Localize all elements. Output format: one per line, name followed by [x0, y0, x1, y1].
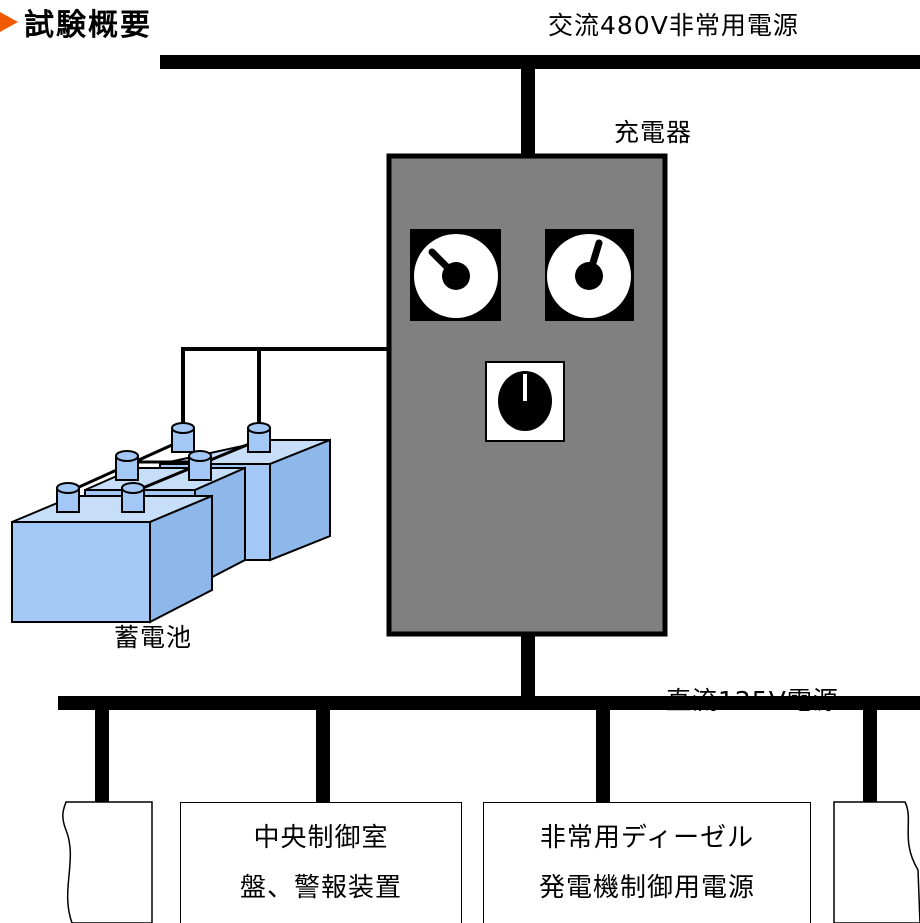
page-title-text: 試験概要	[24, 8, 152, 43]
load-diesel-generator-line2: 発電機制御用電源	[538, 873, 755, 903]
dc-bus-bar	[58, 696, 920, 710]
load-partial-left	[62, 801, 153, 923]
control-knob-icon	[485, 361, 565, 442]
dc-branch-lines	[95, 706, 877, 802]
load-diesel-generator: 非常用ディーゼル 発電機制御用電源	[483, 802, 811, 923]
title-arrow-icon	[0, 12, 18, 32]
ac-feeder-line	[521, 62, 535, 158]
load-partial-right	[833, 801, 920, 923]
dc-power-label: 直流125V電源	[666, 686, 839, 715]
load-control-room-line2: 盤、警報装置	[239, 873, 402, 903]
charger	[386, 153, 668, 637]
load-control-room-line1: 中央制御室	[253, 823, 389, 853]
meter-left-icon	[410, 229, 501, 321]
ac-bus-bar	[160, 55, 920, 69]
meter-right-icon	[545, 229, 634, 321]
charger-label: 充電器	[614, 118, 693, 147]
ac-power-label: 交流480V非常用電源	[548, 11, 799, 40]
load-control-room: 中央制御室 盤、警報装置	[180, 802, 462, 923]
battery-label: 蓄電池	[114, 623, 193, 652]
battery-bank-icon	[11, 422, 331, 624]
page-title: 試験概要	[0, 0, 152, 44]
battery-wiring	[181, 347, 389, 427]
load-diesel-generator-line1: 非常用ディーゼル	[539, 823, 755, 853]
dc-feeder-line	[521, 634, 535, 710]
